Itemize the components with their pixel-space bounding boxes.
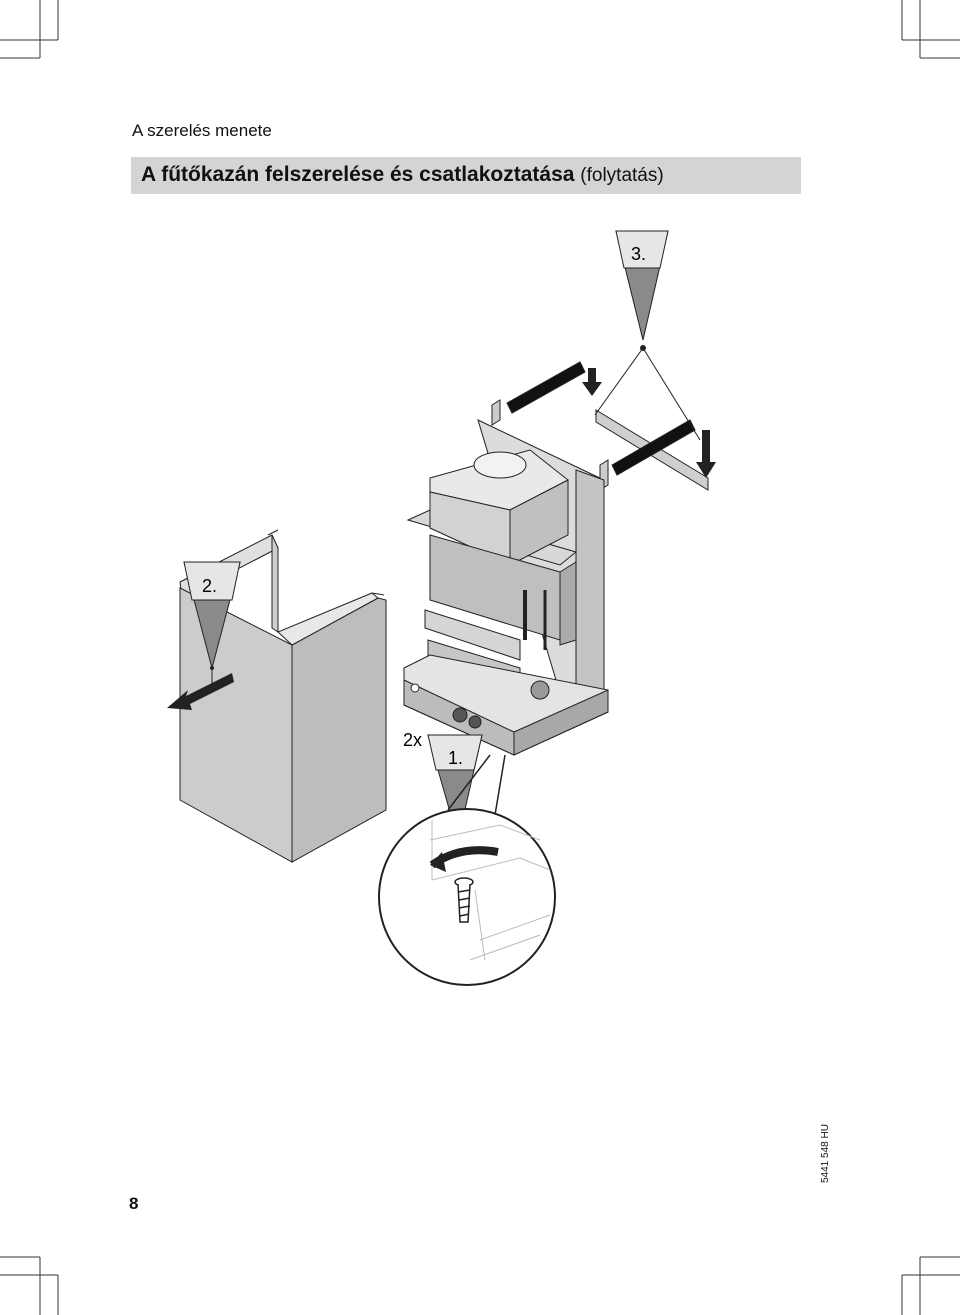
- section-label: A szerelés menete: [132, 121, 272, 140]
- arrow-down-icon: [696, 430, 716, 478]
- mounting-rails: [506, 361, 709, 491]
- page-number: 8: [129, 1194, 139, 1213]
- title-bar: A fűtőkazán felszerelése és csatlakoztat…: [131, 157, 801, 194]
- detail-magnifier: [378, 754, 556, 986]
- step-2-label: 2.: [202, 576, 217, 596]
- step-1-label: 1.: [448, 748, 463, 768]
- title-suffix: (folytatás): [580, 165, 664, 186]
- boiler-unit: [403, 399, 609, 756]
- document-code: 5441 548 HU: [820, 1124, 831, 1183]
- screw-icon: [454, 877, 474, 923]
- callout-step-1: [427, 734, 483, 841]
- quantity-label: 2x: [403, 730, 422, 750]
- side-cover-panel: [179, 529, 387, 863]
- callout-step-2: [183, 561, 241, 688]
- page-title: A fűtőkazán felszerelése és csatlakoztat…: [141, 163, 664, 187]
- arrow-pull-icon: [167, 673, 234, 710]
- title-main: A fűtőkazán felszerelése és csatlakoztat…: [141, 163, 575, 186]
- step-3-label: 3.: [631, 244, 646, 264]
- callout-step-3: [594, 230, 701, 441]
- arrow-down-icon: [582, 368, 602, 396]
